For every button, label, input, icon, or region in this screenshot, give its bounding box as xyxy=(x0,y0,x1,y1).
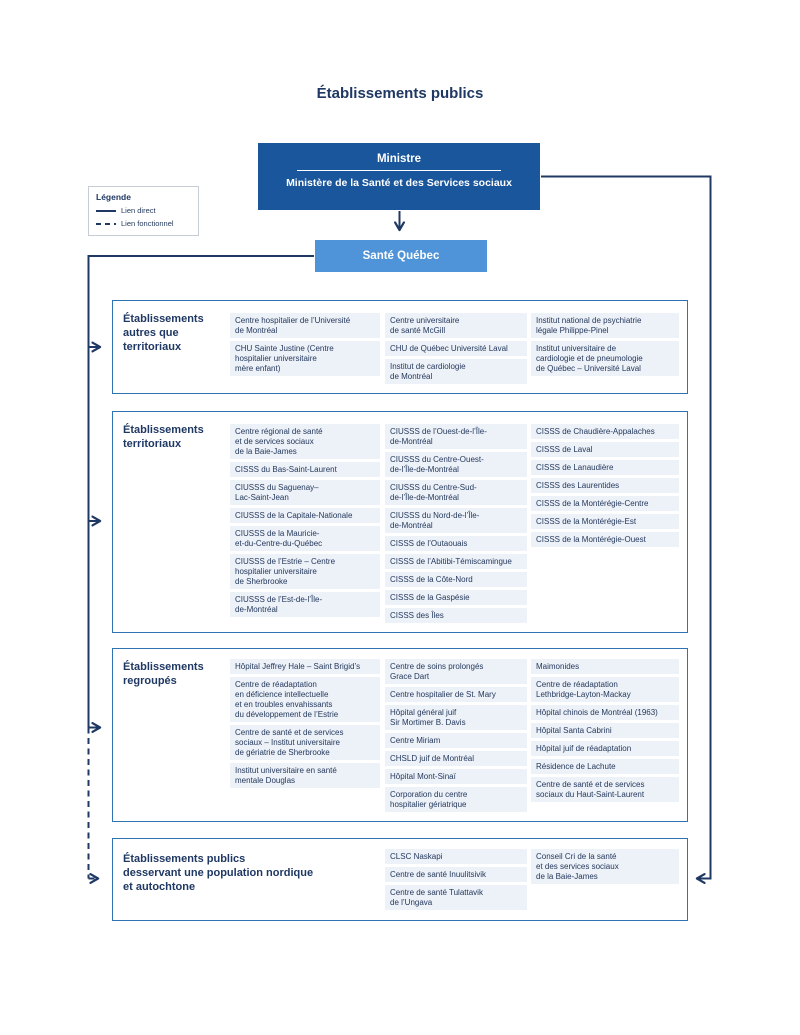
establishment-item: Hôpital Mont-Sinaï xyxy=(385,769,527,784)
section-label: Établissements territoriaux xyxy=(123,424,204,450)
ministere-label: Ministère de la Santé et des Services so… xyxy=(286,177,512,189)
establishment-item: Institut universitaire en santé mentale … xyxy=(230,763,380,788)
establishment-item: Centre hospitalier de l’Université de Mo… xyxy=(230,313,380,338)
establishment-item: Hôpital Jeffrey Hale – Saint Brigid’s xyxy=(230,659,380,674)
establishment-item: Maimonides xyxy=(531,659,679,674)
establishment-item: Hôpital chinois de Montréal (1963) xyxy=(531,705,679,720)
section-regroupes: Établissements regroupés Hôpital Jeffrey… xyxy=(112,648,688,822)
section-label: Établissements publics desservant une po… xyxy=(123,853,314,893)
establishment-item: CLSC Naskapi xyxy=(385,849,527,864)
establishment-item: Centre de réadaptation Lethbridge-Layton… xyxy=(531,677,679,702)
establishment-item: CISSS de la Côte-Nord xyxy=(385,572,527,587)
establishment-column: Centre hospitalier de l’Université de Mo… xyxy=(230,313,380,379)
dashed-line-icon xyxy=(96,222,116,225)
establishment-item: CHU Sainte Justine (Centre hospitalier u… xyxy=(230,341,380,376)
ministre-box: Ministre Ministère de la Santé et des Se… xyxy=(258,143,540,210)
establishment-item: Institut national de psychiatrie légale … xyxy=(531,313,679,338)
establishment-item: CISSS de la Montérégie-Est xyxy=(531,514,679,529)
sante-quebec-box: Santé Québec xyxy=(315,240,487,272)
establishment-item: Hôpital général juif Sir Mortimer B. Dav… xyxy=(385,705,527,730)
establishment-item: CIUSSS du Centre-Sud- de-l’Île-de-Montré… xyxy=(385,480,527,505)
establishment-item: CISSS de Laval xyxy=(531,442,679,457)
establishment-item: CISSS de la Montérégie-Ouest xyxy=(531,532,679,547)
establishment-item: Centre de réadaptation en déficience int… xyxy=(230,677,380,722)
establishment-item: Institut universitaire de cardiologie et… xyxy=(531,341,679,376)
establishment-item: Centre Miriam xyxy=(385,733,527,748)
establishment-item: Conseil Cri de la santé et des services … xyxy=(531,849,679,884)
establishment-item: Centre de santé Tulattavik de l’Ungava xyxy=(385,885,527,910)
legend-row-lien-fonctionnel: Lien fonctionnel xyxy=(96,219,191,228)
establishment-item: CIUSSS du Nord-de-l’Île- de-Montréal xyxy=(385,508,527,533)
establishment-item: Centre de soins prolongés Grace Dart xyxy=(385,659,527,684)
establishment-item: Corporation du centre hospitalier gériat… xyxy=(385,787,527,812)
establishment-column: Conseil Cri de la santé et des services … xyxy=(531,849,679,887)
legend-label: Lien fonctionnel xyxy=(121,219,174,228)
establishment-item: Centre de santé et de services sociaux d… xyxy=(531,777,679,802)
establishment-column: Centre régional de santé et de services … xyxy=(230,424,380,620)
legend: Légende Lien direct Lien fonctionnel xyxy=(88,186,199,236)
establishment-item: CIUSSS de la Mauricie- et-du-Centre-du-Q… xyxy=(230,526,380,551)
establishment-item: Hôpital Santa Cabrini xyxy=(531,723,679,738)
establishment-item: CISSS du Bas-Saint-Laurent xyxy=(230,462,380,477)
establishment-item: CISSS de la Montérégie-Centre xyxy=(531,496,679,511)
establishment-item: Centre universitaire de santé McGill xyxy=(385,313,527,338)
establishment-item: CISSS de l’Outaouais xyxy=(385,536,527,551)
section-label: Établissements autres que territoriaux xyxy=(123,313,204,353)
solid-line-icon xyxy=(96,209,116,212)
establishment-item: CHU de Québec Université Laval xyxy=(385,341,527,356)
establishment-item: Centre hospitalier de St. Mary xyxy=(385,687,527,702)
establishment-item: CISSS de Chaudière-Appalaches xyxy=(531,424,679,439)
establishment-item: CISSS des Laurentides xyxy=(531,478,679,493)
section-population-nordique-autochtone: Établissements publics desservant une po… xyxy=(112,838,688,921)
legend-row-lien-direct: Lien direct xyxy=(96,206,191,215)
section-autres-que-territoriaux: Établissements autres que territoriaux C… xyxy=(112,300,688,394)
establishment-item: Hôpital juif de réadaptation xyxy=(531,741,679,756)
establishment-item: CISSS des Îles xyxy=(385,608,527,623)
establishment-item: CISSS de Lanaudière xyxy=(531,460,679,475)
section-territoriaux: Établissements territoriaux Centre régio… xyxy=(112,411,688,633)
establishment-item: CIUSSS de l’Ouest-de-l’Île- de-Montréal xyxy=(385,424,527,449)
page-title: Établissements publics xyxy=(316,85,484,102)
ministre-label: Ministre xyxy=(376,153,422,165)
establishment-item: Résidence de Lachute xyxy=(531,759,679,774)
establishment-item: CISSS de l’Abitibi-Témiscamingue xyxy=(385,554,527,569)
establishment-item: Centre de santé et de services sociaux –… xyxy=(230,725,380,760)
legend-label: Lien direct xyxy=(121,206,156,215)
establishment-item: CIUSSS de l’Estrie – Centre hospitalier … xyxy=(230,554,380,589)
establishment-item: CIUSSS de l’Est-de-l’Île- de-Montréal xyxy=(230,592,380,617)
ministre-divider xyxy=(297,170,501,171)
establishment-item: CIUSSS du Centre-Ouest- de-l’Île-de-Mont… xyxy=(385,452,527,477)
establishment-column: Institut national de psychiatrie légale … xyxy=(531,313,679,379)
establishment-item: CISSS de la Gaspésie xyxy=(385,590,527,605)
establishment-item: Centre régional de santé et de services … xyxy=(230,424,380,459)
establishment-item: CIUSSS du Saguenay– Lac-Saint-Jean xyxy=(230,480,380,505)
section-label: Établissements regroupés xyxy=(123,661,204,687)
establishment-item: Centre de santé Inuulitsivik xyxy=(385,867,527,882)
establishment-item: CHSLD juif de Montréal xyxy=(385,751,527,766)
establishment-item: CIUSSS de la Capitale-Nationale xyxy=(230,508,380,523)
establishment-item: Institut de cardiologie de Montréal xyxy=(385,359,527,384)
legend-title: Légende xyxy=(96,192,131,202)
